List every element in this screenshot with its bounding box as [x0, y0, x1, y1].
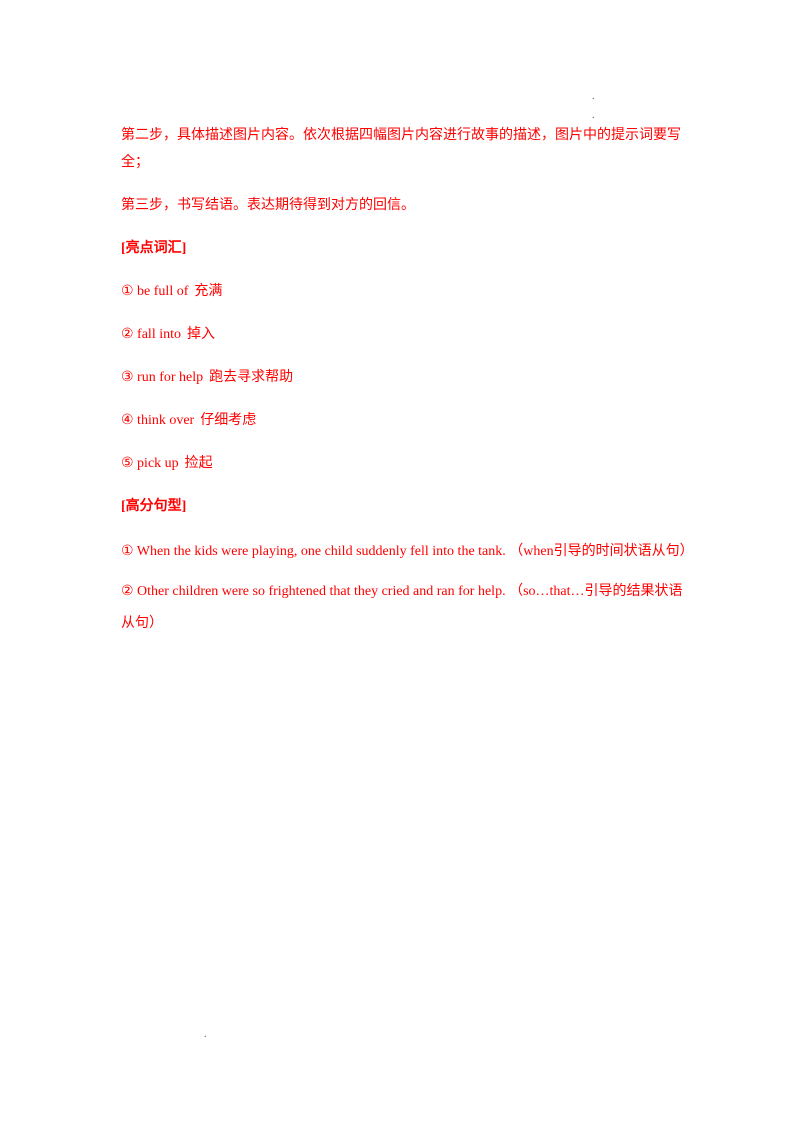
stray-dot-mark: .	[592, 110, 595, 121]
document-content: 第二步，具体描述图片内容。依次根据四幅图片内容进行故事的描述，图片中的提示词要写…	[121, 122, 694, 648]
vocab-item: ② fall into 掉入	[121, 321, 691, 348]
step-two-paragraph: 第二步，具体描述图片内容。依次根据四幅图片内容进行故事的描述，图片中的提示词要写…	[121, 128, 681, 170]
stray-dot-mark: .	[592, 91, 595, 102]
vocab-chinese: 捡起	[184, 456, 213, 471]
vocab-item: ③ run for help 跑去寻求帮助	[121, 364, 691, 391]
vocab-item: ⑤ pick up 捡起	[121, 450, 691, 477]
step-three-paragraph: 第三步，书写结语。表达期待得到对方的回信。	[121, 198, 415, 213]
vocab-chinese: 充满	[194, 284, 223, 299]
sentence-item: ① When the kids were playing, one child …	[121, 544, 694, 559]
vocab-heading: [亮点词汇]	[121, 241, 187, 256]
vocab-english: ① be full of	[121, 284, 189, 299]
vocab-english: ④ think over	[121, 413, 195, 428]
sentence-heading: [高分句型]	[121, 499, 187, 514]
vocab-english: ⑤ pick up	[121, 456, 179, 471]
vocab-chinese: 掉入	[187, 327, 215, 342]
vocab-english: ③ run for help	[121, 370, 204, 385]
vocab-english: ② fall into	[121, 327, 181, 342]
stray-dot-mark: .	[204, 1029, 207, 1040]
vocab-chinese: 仔细考虑	[200, 413, 257, 428]
sentence-item: ② Other children were so frightened that…	[121, 584, 683, 631]
vocab-item: ① be full of 充满	[121, 278, 691, 305]
vocab-item: ④ think over 仔细考虑	[121, 407, 691, 434]
vocab-chinese: 跑去寻求帮助	[209, 370, 294, 385]
